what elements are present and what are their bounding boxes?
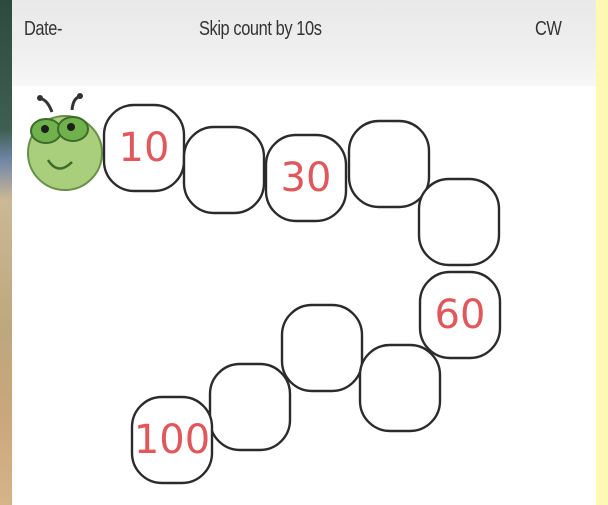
blank-segment-5 <box>419 179 499 265</box>
caterpillar-head-icon <box>28 93 102 190</box>
segment-number: 60 <box>435 292 486 338</box>
blank-segment-4 <box>349 121 429 207</box>
caterpillar-body: 10 30 60 100 <box>104 105 500 483</box>
segment-number: 30 <box>281 155 332 201</box>
segment-number: 10 <box>119 125 170 171</box>
number-segment-100: 100 <box>132 397 212 483</box>
number-segment-60: 60 <box>420 272 500 358</box>
blank-segment-8 <box>360 345 440 431</box>
number-segment-30: 30 <box>266 135 346 221</box>
blank-segment-7 <box>282 305 362 391</box>
blank-segment-9 <box>210 364 290 450</box>
number-segment-10: 10 <box>104 105 184 191</box>
blank-segment-2 <box>184 127 264 213</box>
segment-number: 100 <box>134 417 210 463</box>
